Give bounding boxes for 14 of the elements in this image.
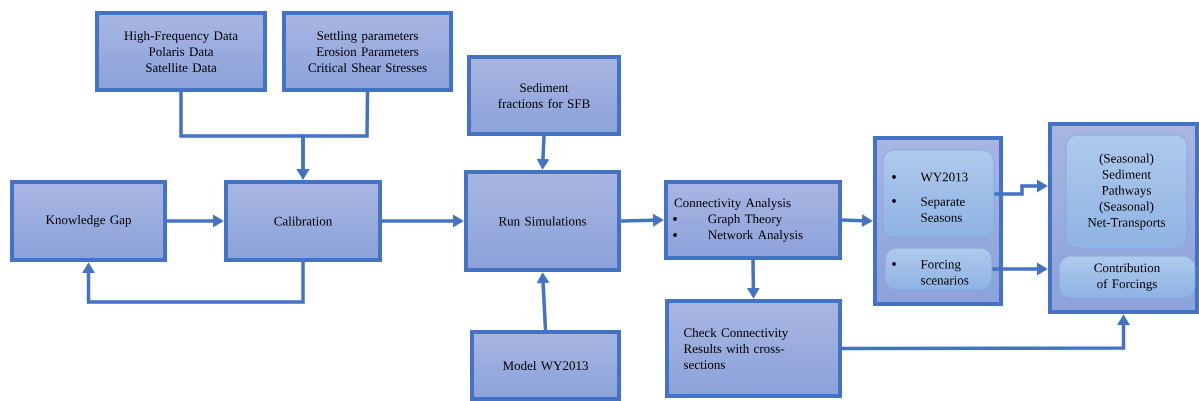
process-box: High-Frequency Data Polaris Data Satellite Data	[95, 11, 267, 92]
process-box: Sediment fractions for SFB	[467, 55, 621, 136]
process-box: Check Connectivity Results with cross-sections	[665, 299, 842, 398]
process-box: Settling parameters Erosion Parameters Critical Shear Stresses	[282, 11, 453, 92]
rounded-box: Contribution of Forcings	[1058, 255, 1196, 299]
process-box: Run Simulations	[464, 170, 621, 272]
process-box: Model WY2013	[470, 330, 621, 401]
arrow	[82, 262, 305, 304]
rounded-box: (Seasonal) Sediment Pathways (Seasonal) Net-Transports	[1065, 134, 1188, 249]
process-box: Calibration	[224, 180, 382, 262]
process-box: Knowledge Gap	[10, 180, 167, 262]
process-box: Connectivity Analysis Graph Theory Network Analysis	[664, 180, 842, 260]
rounded-box: Forcing scenarios	[884, 247, 993, 291]
rounded-box: WY2013 Separate Seasons	[882, 149, 995, 239]
